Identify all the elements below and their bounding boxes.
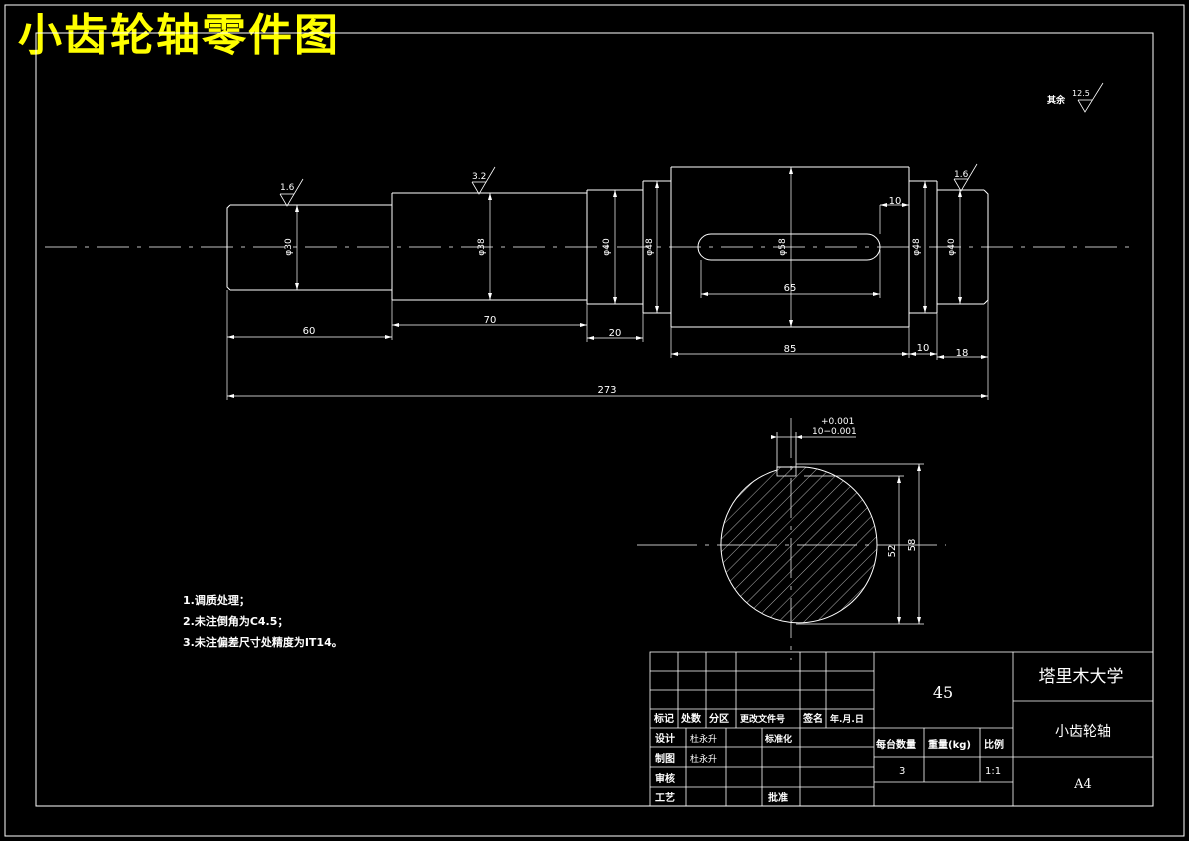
tb-scale-label: 比例 — [984, 738, 1004, 751]
len-label-3: 20 — [609, 328, 622, 339]
tb-qty-label: 每台数量 — [876, 738, 916, 751]
tb-header-qty: 处数 — [680, 712, 702, 725]
tb-header-zone: 分区 — [709, 712, 729, 725]
roughness-symbols — [279, 82, 1104, 207]
section-dim-58: 58 — [907, 539, 918, 552]
technical-notes: 1.调质处理； 2.未注倒角为C4.5； 3.未注偏差尺寸处精度为IT14。 — [183, 590, 343, 653]
len-label-6: 18 — [956, 348, 969, 359]
note-3: 3.未注偏差尺寸处精度为IT14。 — [183, 636, 343, 649]
section-dim-52: 52 — [887, 545, 898, 558]
dia-label-7: φ40 — [947, 238, 957, 256]
roughness-2: 3.2 — [472, 172, 486, 182]
tb-weight-label: 重量(kg) — [928, 738, 971, 751]
dia-label-2: φ38 — [477, 238, 487, 256]
key-length-label: 65 — [784, 283, 797, 294]
tb-header-mark: 标记 — [653, 712, 674, 725]
tb-designer: 杜永升 — [690, 733, 717, 745]
length-dimensions — [226, 204, 989, 400]
drawing-frame — [4, 4, 1185, 837]
drawing-title: 小齿轮轴零件图 — [18, 10, 340, 61]
len-label-1: 60 — [303, 326, 316, 337]
roughness-3: 1.6 — [954, 170, 969, 180]
dia-label-3: φ40 — [602, 238, 612, 256]
len-label-2: 70 — [484, 315, 497, 326]
tb-drawer: 杜永升 — [690, 753, 717, 765]
tb-scale-value: 1:1 — [985, 766, 1001, 777]
title-block — [649, 651, 1154, 807]
tb-qty-value: 3 — [899, 766, 905, 777]
dia-label-6: φ48 — [912, 238, 922, 256]
section-tol-upper: +0.001 — [821, 417, 854, 427]
len-label-4: 85 — [784, 344, 797, 355]
len-label-5: 10 — [917, 343, 930, 354]
tb-draw-label: 制图 — [655, 752, 675, 765]
len-label-total: 273 — [597, 385, 616, 396]
roughness-other-value: 12.5 — [1072, 89, 1090, 98]
tb-part-name: 小齿轮轴 — [1055, 724, 1111, 740]
tb-header-date: 年.月.日 — [830, 713, 864, 725]
tb-header-sign: 签名 — [802, 712, 823, 725]
roughness-1: 1.6 — [280, 183, 295, 193]
section-tol-main: 10−0.001 — [812, 427, 857, 437]
dia-label-4: φ48 — [645, 238, 655, 256]
tb-process-label: 工艺 — [655, 791, 675, 804]
roughness-other-label: 其余 — [1047, 94, 1066, 106]
tb-design-label: 设计 — [655, 732, 675, 745]
tb-school: 塔里木大学 — [1039, 667, 1124, 687]
note-1: 1.调质处理； — [183, 594, 250, 607]
dia-label-1: φ30 — [284, 238, 294, 256]
dia-label-5: φ58 — [778, 238, 788, 256]
tb-approve-label: 批准 — [768, 791, 788, 804]
tb-material: 45 — [933, 683, 953, 702]
tb-standard-label: 标准化 — [764, 733, 792, 745]
tb-check-label: 审核 — [655, 772, 675, 785]
tb-header-doc: 更改文件号 — [740, 713, 785, 725]
diameter-dimensions — [296, 167, 961, 327]
tb-sheet-size: A4 — [1073, 777, 1092, 792]
key-offset-label: 10 — [889, 196, 902, 207]
note-2: 2.未注倒角为C4.5； — [183, 615, 289, 628]
cross-section: +0.001 10−0.001 52 58 — [637, 417, 946, 660]
